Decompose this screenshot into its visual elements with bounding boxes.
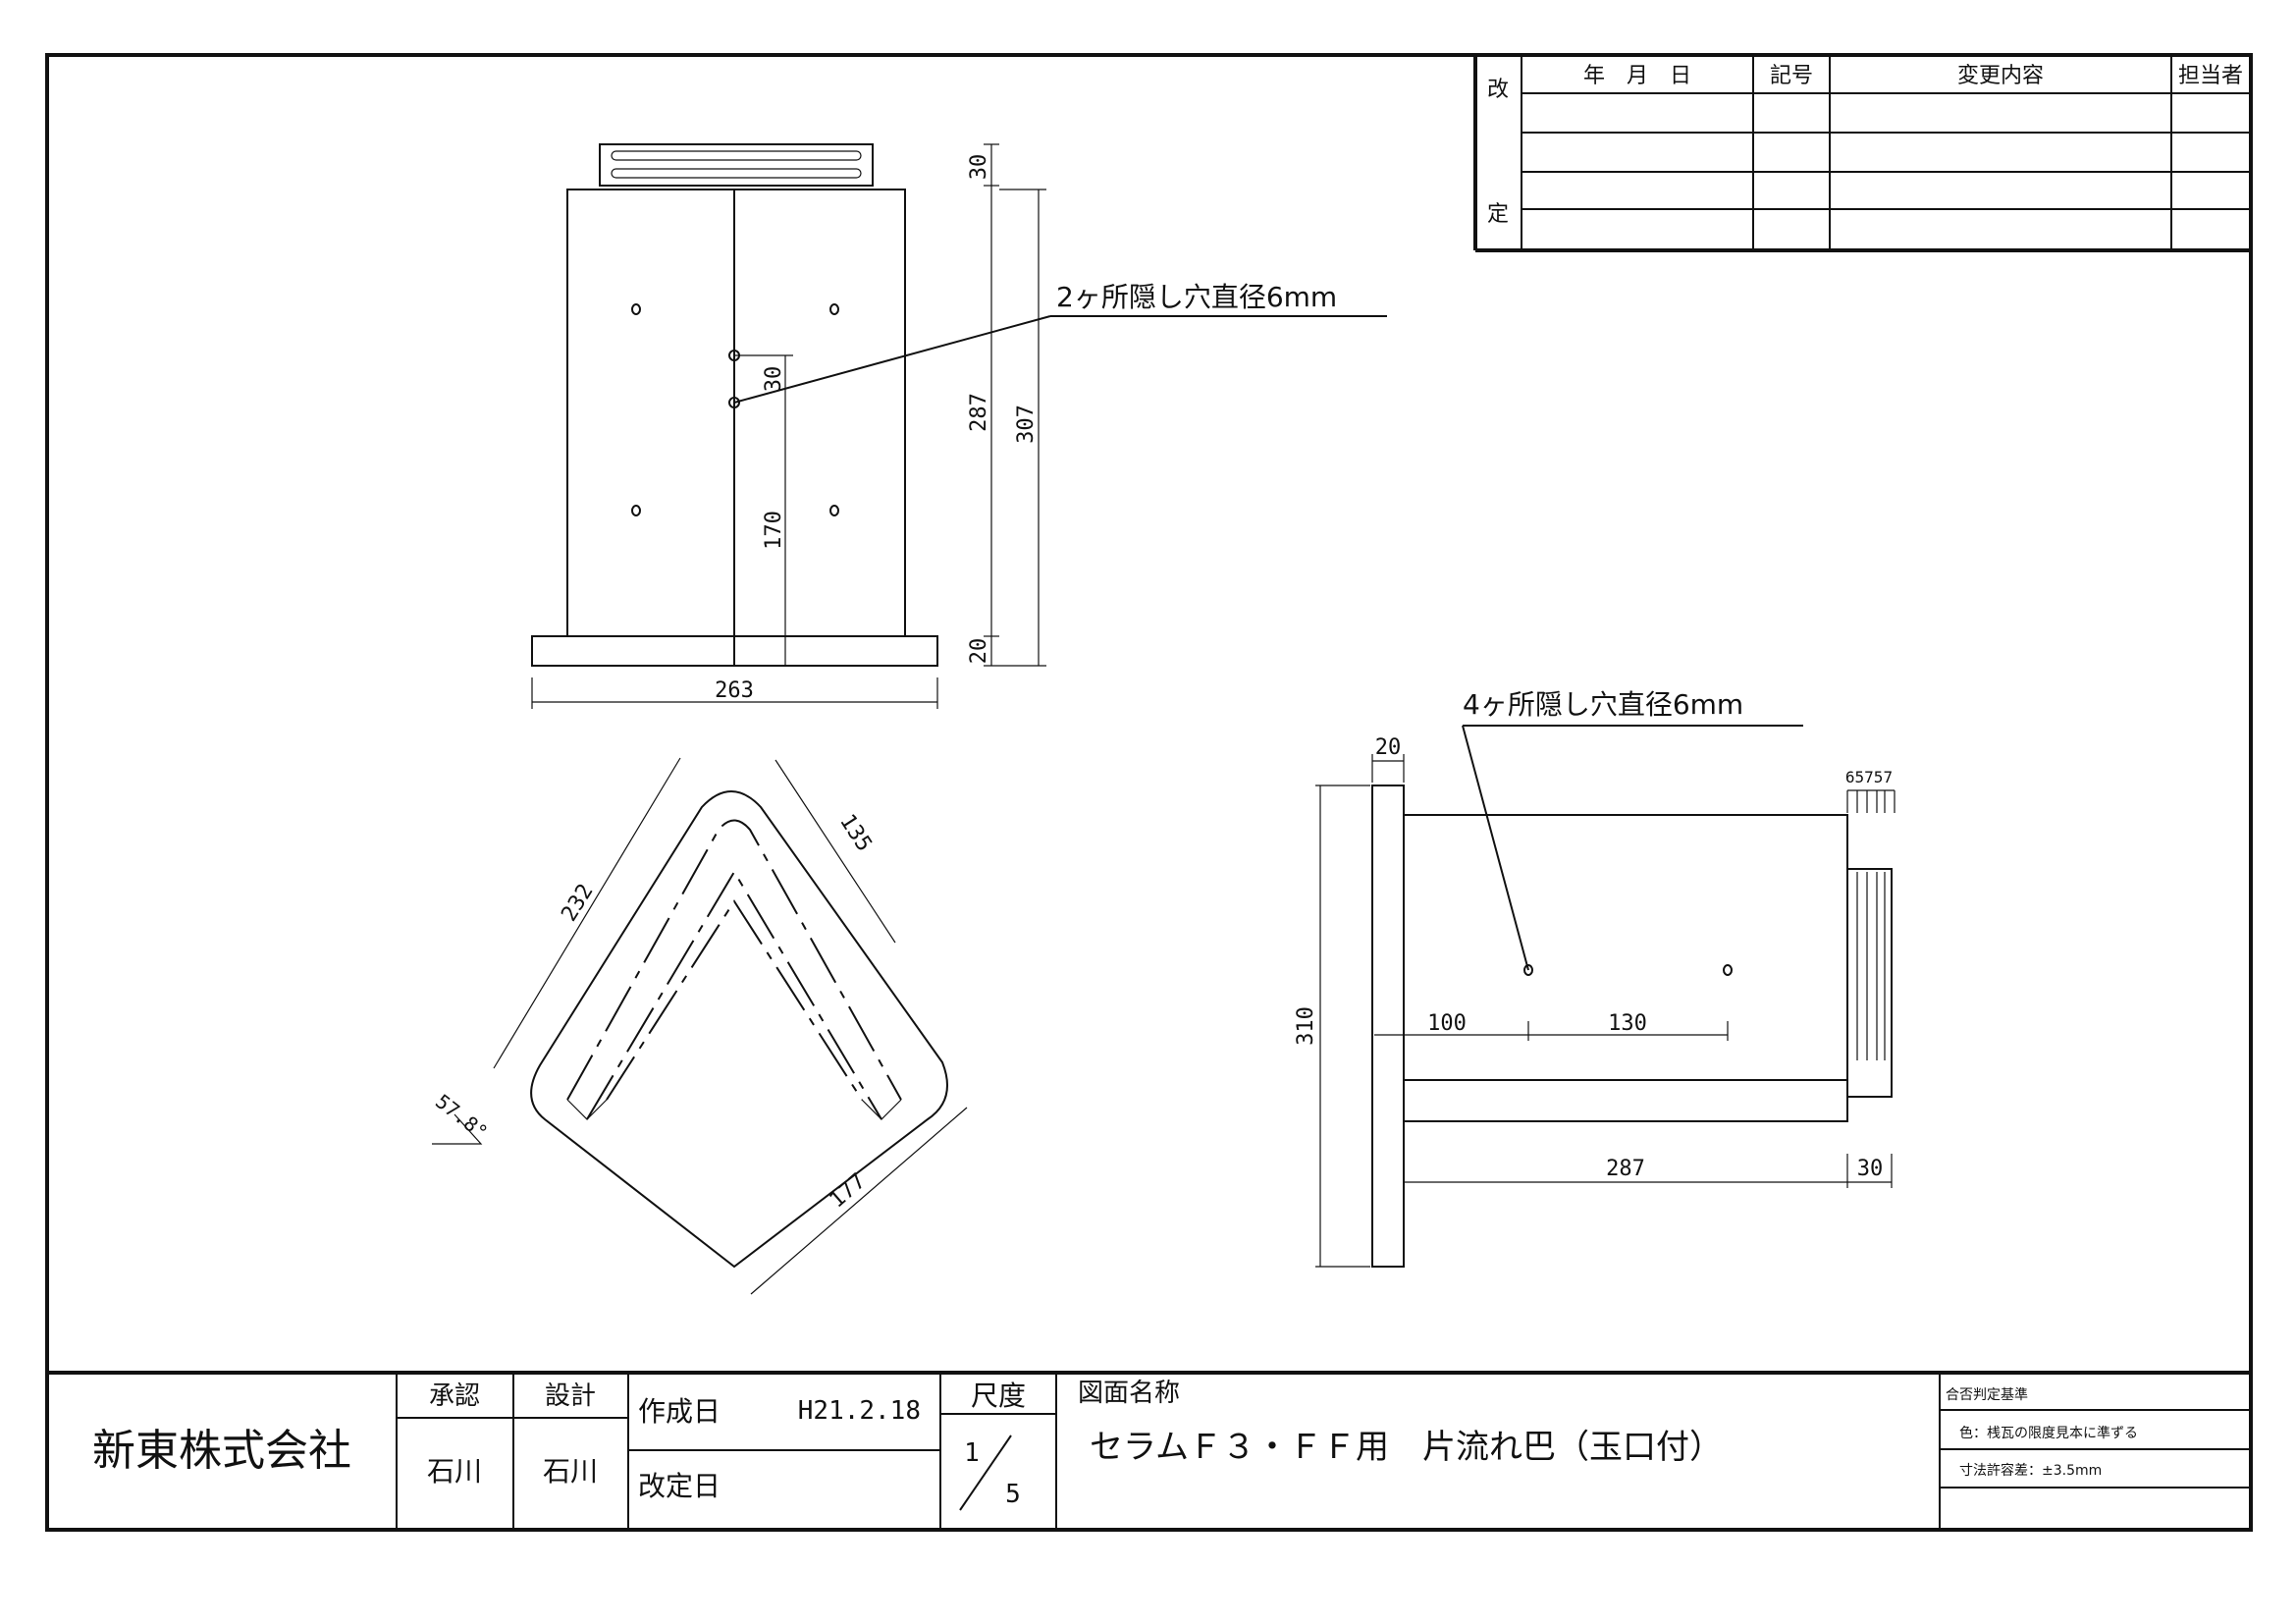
side-callout: 4ヶ所隠し穴直径6mm	[1463, 688, 1743, 721]
revision-table: 改 定 年 月 日 記号 変更内容 担当者	[1473, 55, 2251, 252]
created-label: 作成日	[638, 1395, 721, 1428]
title-block: 新東株式会社 承認 設計 石川 石川 作成日 H21.2.18 改定日 尺度 1…	[47, 1371, 2251, 1530]
revision-header-content: 変更内容	[1957, 64, 2044, 88]
side-dim-hole-b: 130	[1608, 1011, 1647, 1036]
revision-header-date: 年 月 日	[1583, 64, 1691, 88]
criteria-label: 合否判定基準	[1946, 1386, 2028, 1403]
designer-name: 石川	[543, 1455, 598, 1488]
created-date: H21.2.18	[798, 1396, 921, 1426]
approver-name: 石川	[427, 1455, 482, 1488]
front-dim-width: 263	[715, 678, 754, 703]
tolerance-note: 寸法許容差：±3.5mm	[1959, 1462, 2102, 1479]
side-dim-length: 287	[1606, 1157, 1645, 1181]
side-view: 4ヶ所隠し穴直径6mm 20 65757 310 100 130 287 30	[1294, 688, 1896, 1268]
side-dim-hole-a: 100	[1427, 1011, 1467, 1036]
scale-numerator: 1	[964, 1438, 980, 1468]
side-dim-plate: 20	[1375, 735, 1402, 760]
design-label: 設計	[545, 1381, 596, 1411]
front-dim-hole-height: 170	[762, 511, 786, 550]
color-note: 色：桟瓦の限度見本に準ずる	[1959, 1425, 2138, 1441]
plan-dim-bottom-right: 177	[826, 1169, 871, 1214]
plan-dim-angle: 57.8°	[431, 1089, 492, 1144]
front-view: 30 170 2ヶ所隠し穴直径6mm 30 287 307 20 263	[531, 143, 1387, 709]
revision-side-label-bottom: 定	[1487, 202, 1509, 227]
front-dim-top-cap: 30	[967, 154, 991, 181]
plan-dim-short-side: 135	[834, 810, 877, 856]
side-dim-pitch-label: 65757	[1845, 768, 1893, 786]
front-dim-hole-spacing: 30	[762, 366, 786, 393]
revised-label: 改定日	[638, 1470, 721, 1502]
company-name: 新東株式会社	[92, 1426, 351, 1476]
revision-header-person: 担当者	[2178, 64, 2243, 88]
scale-denominator: 5	[1005, 1480, 1021, 1509]
side-dim-cap: 30	[1857, 1157, 1884, 1181]
approval-label: 承認	[429, 1381, 480, 1411]
drawing-name: セラムＦ３・ＦＦ用 片流れ巴（玉口付）	[1090, 1428, 1723, 1467]
front-dim-total-height: 307	[1014, 405, 1039, 444]
sheet-border	[45, 53, 2253, 1532]
plan-view: 232 135 177 57.8°	[431, 757, 968, 1295]
side-dim-height: 310	[1294, 1006, 1318, 1046]
scale-label: 尺度	[971, 1380, 1026, 1412]
plan-dim-long-side: 232	[557, 880, 598, 926]
revision-header-mark: 記号	[1770, 64, 1813, 88]
drawing-name-label: 図面名称	[1078, 1379, 1180, 1408]
front-callout: 2ヶ所隠し穴直径6mm	[1056, 281, 1337, 313]
front-dim-base: 20	[967, 638, 991, 665]
front-dim-inner-height: 287	[967, 393, 991, 432]
revision-side-label-top: 改	[1487, 78, 1509, 102]
